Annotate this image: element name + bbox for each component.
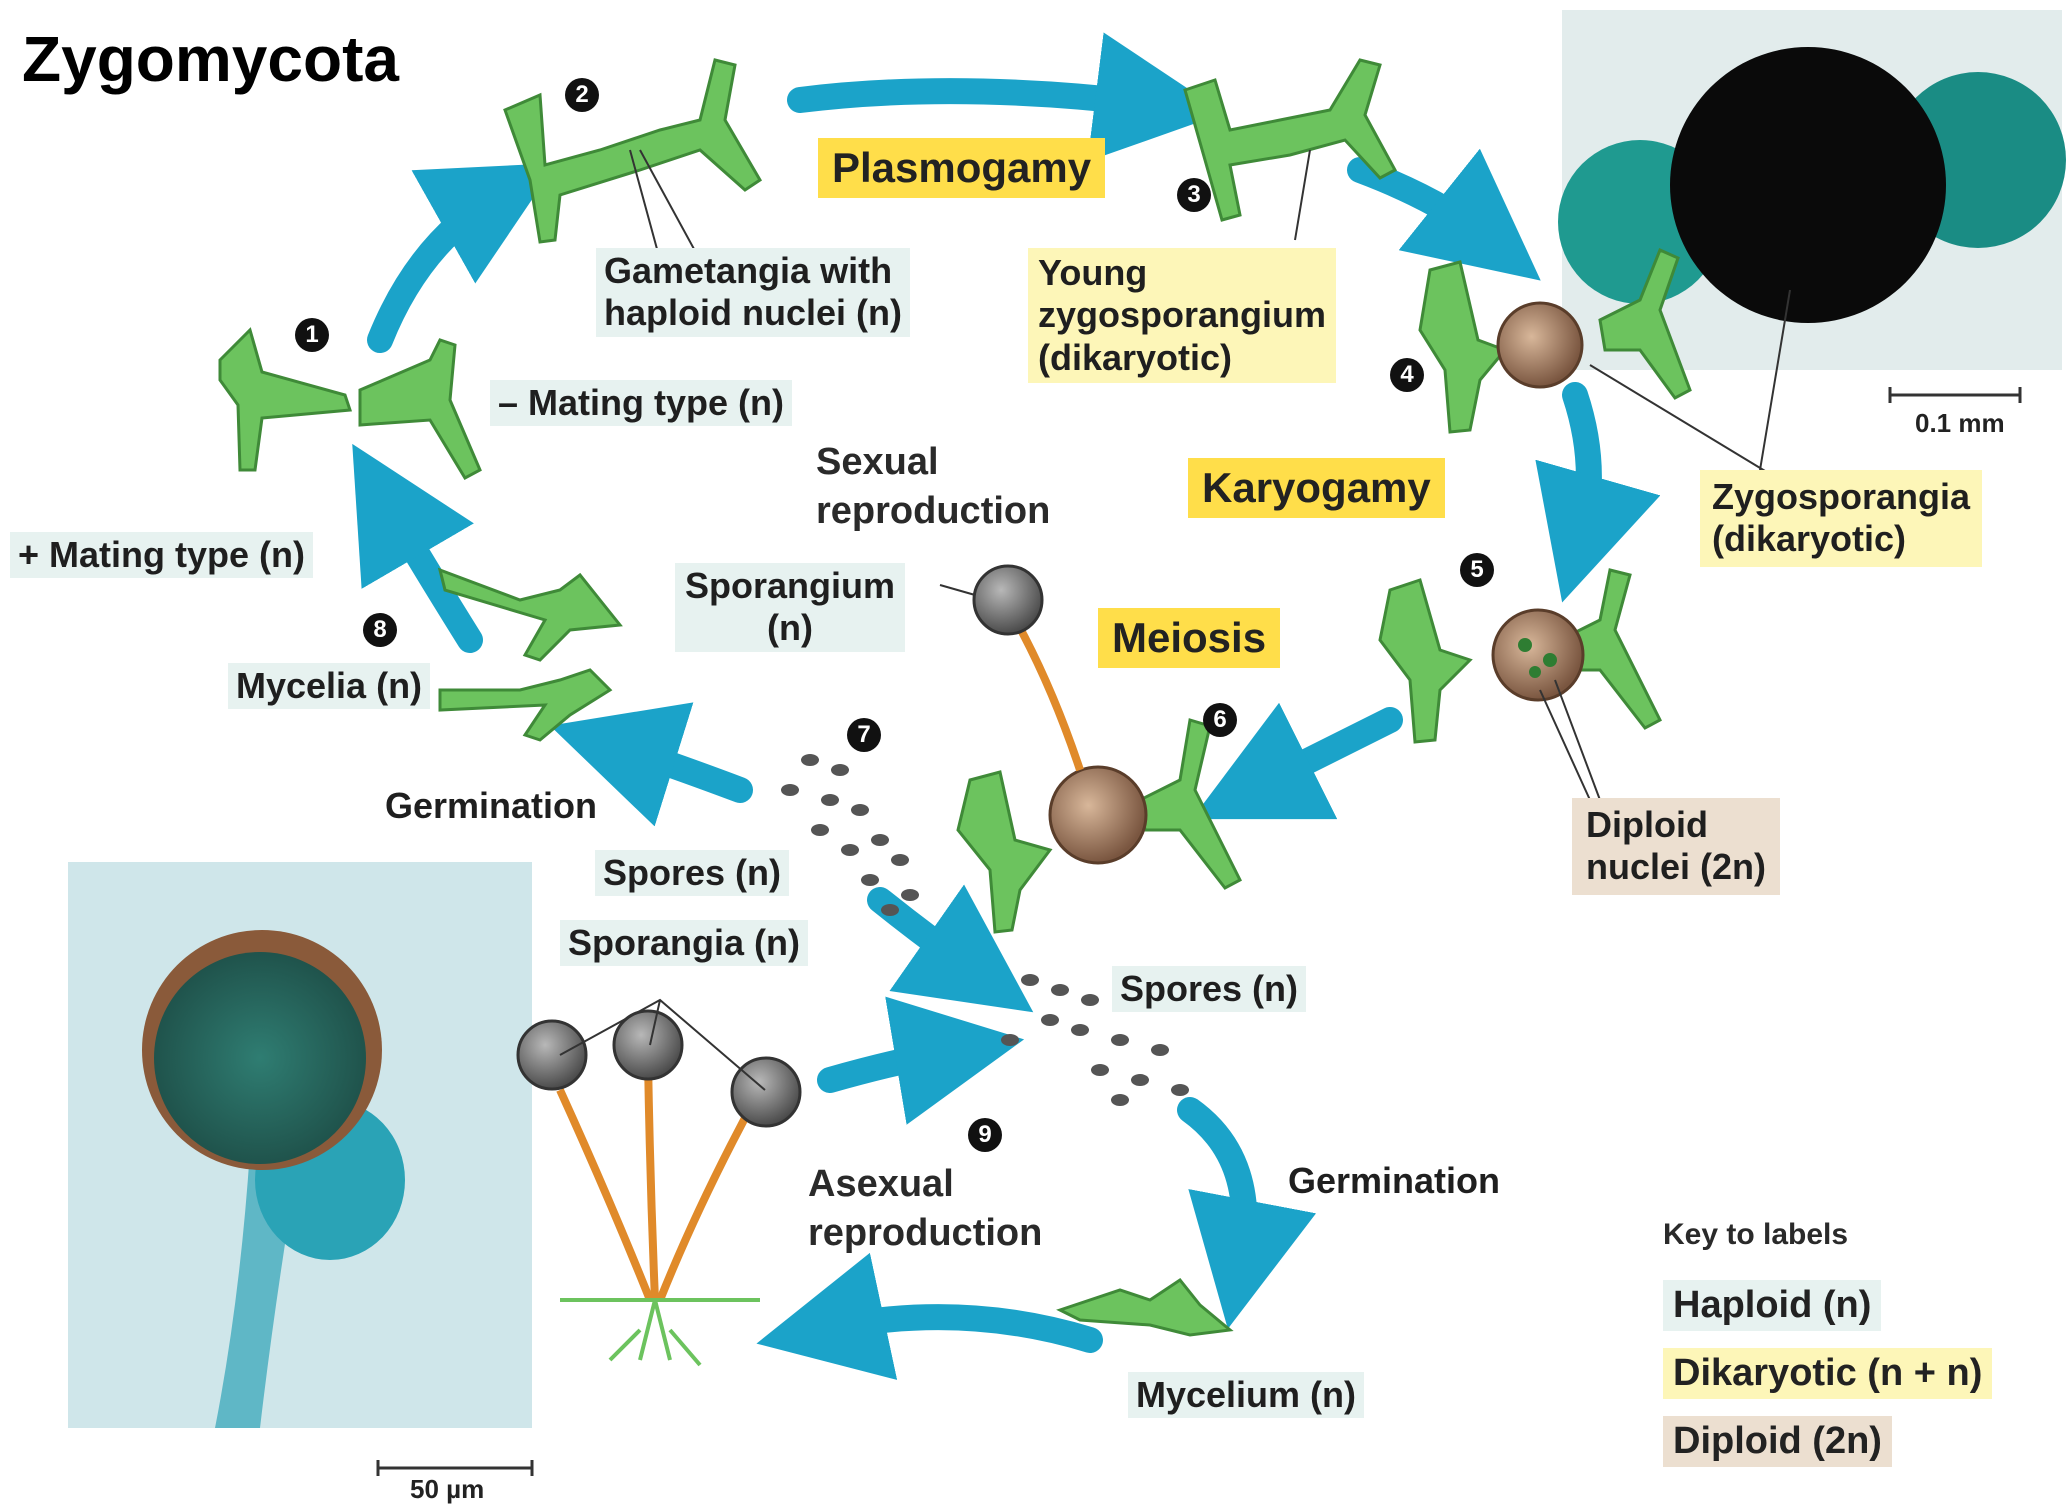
mycelia-label: Mycelia (n) <box>228 663 430 709</box>
arrow-3-to-4 <box>1360 170 1490 240</box>
arrow-2-to-3 <box>800 91 1160 105</box>
zygosporangium-4 <box>1498 303 1582 387</box>
young-line1: Young <box>1038 252 1326 294</box>
step-3: 3 <box>1177 178 1211 212</box>
step-6: 6 <box>1203 703 1237 737</box>
stage-plasmogamy: Plasmogamy <box>818 138 1105 198</box>
rhizoids <box>560 1300 760 1365</box>
sporangia-label: Sporangia (n) <box>560 920 808 966</box>
page-title: Zygomycota <box>22 22 399 96</box>
germination-left-label: Germination <box>385 785 597 827</box>
arrow-mycelium-to-sporangia <box>820 1317 1090 1340</box>
sexual-line1: Sexual <box>816 438 1050 487</box>
stage-karyogamy-label: Karyogamy <box>1202 464 1431 511</box>
spores-cluster-left <box>781 754 919 916</box>
gametangia-hyphae-2 <box>505 60 760 242</box>
key-dikaryotic: Dikaryotic (n + n) <box>1663 1348 1992 1399</box>
zygosporangia-line2: (dikaryotic) <box>1712 518 1970 560</box>
stage-karyogamy: Karyogamy <box>1188 458 1445 518</box>
step-8: 8 <box>363 613 397 647</box>
stage-plasmogamy-label: Plasmogamy <box>832 144 1091 191</box>
spores-right-label: Spores (n) <box>1112 966 1306 1012</box>
spores-left-label: Spores (n) <box>595 850 789 896</box>
diploid-line2: nuclei (2n) <box>1586 846 1766 888</box>
mycelium-label: Mycelium (n) <box>1128 1372 1364 1418</box>
zygosporangium-6 <box>1050 767 1146 863</box>
arrow-8-to-1 <box>385 500 470 640</box>
young-line3: (dikaryotic) <box>1038 337 1326 379</box>
stage-meiosis: Meiosis <box>1098 608 1280 668</box>
arrow-7-to-germination <box>612 745 740 790</box>
zygosporangia <box>1050 303 1583 863</box>
diploid-line1: Diploid <box>1586 804 1766 846</box>
key-diploid: Diploid (2n) <box>1663 1416 1892 1467</box>
key-haploid: Haploid (n) <box>1663 1280 1881 1331</box>
arrow-sporangia-to-spores <box>830 1050 960 1080</box>
step-4: 4 <box>1390 358 1424 392</box>
scale-label-bottom: 50 µm <box>410 1474 484 1505</box>
step-2: 2 <box>565 78 599 112</box>
arrow-1-to-2 <box>380 195 500 340</box>
sporangium-3 <box>732 1058 800 1126</box>
germination-right-label: Germination <box>1288 1160 1500 1202</box>
sporangium-line1: Sporangium <box>685 565 895 607</box>
sexual-reproduction-heading: Sexual reproduction <box>816 438 1050 537</box>
step-9: 9 <box>968 1118 1002 1152</box>
young-zygo-hyphae-3 <box>1185 60 1395 220</box>
step-7: 7 <box>847 718 881 752</box>
gametangia-line2: haploid nuclei (n) <box>604 292 902 334</box>
mating-hyphae-1 <box>220 330 480 478</box>
young-zygosporangium-label: Young zygosporangium (dikaryotic) <box>1028 248 1336 383</box>
mycelia-hyphae-8 <box>440 570 620 740</box>
asexual-line1: Asexual <box>808 1160 1042 1209</box>
zygosporangia-label: Zygosporangia (dikaryotic) <box>1700 470 1982 567</box>
plus-mating-type-label: + Mating type (n) <box>10 532 313 578</box>
step-5: 5 <box>1460 553 1494 587</box>
sporangium-1 <box>518 1021 586 1089</box>
arrow-germination-right <box>1190 1110 1244 1265</box>
stage-meiosis-label: Meiosis <box>1112 614 1266 661</box>
sporangium-label: Sporangium (n) <box>675 563 905 652</box>
sexual-line2: reproduction <box>816 487 1050 536</box>
sporangium-2 <box>614 1011 682 1079</box>
step-1: 1 <box>295 318 329 352</box>
scale-label-top: 0.1 mm <box>1915 408 2005 439</box>
arrow-5-to-6 <box>1250 720 1390 790</box>
young-line2: zygosporangium <box>1038 294 1326 336</box>
gametangia-line1: Gametangia with <box>604 250 902 292</box>
key-title: Key to labels <box>1663 1218 1848 1252</box>
asexual-reproduction-heading: Asexual reproduction <box>808 1160 1042 1259</box>
diploid-nuclei-label: Diploid nuclei (2n) <box>1572 798 1780 895</box>
arrow-4-to-5 <box>1575 395 1589 540</box>
zygosporangia-line1: Zygosporangia <box>1712 476 1970 518</box>
sporangium-micrograph <box>68 862 532 1428</box>
minus-mating-type-label: – Mating type (n) <box>490 380 792 426</box>
sporangium-sexual <box>974 566 1042 634</box>
zygosporangium-5 <box>1493 610 1583 700</box>
sporangium-line2: (n) <box>685 607 895 649</box>
asexual-line2: reproduction <box>808 1209 1042 1258</box>
gametangia-label: Gametangia with haploid nuclei (n) <box>596 248 910 337</box>
